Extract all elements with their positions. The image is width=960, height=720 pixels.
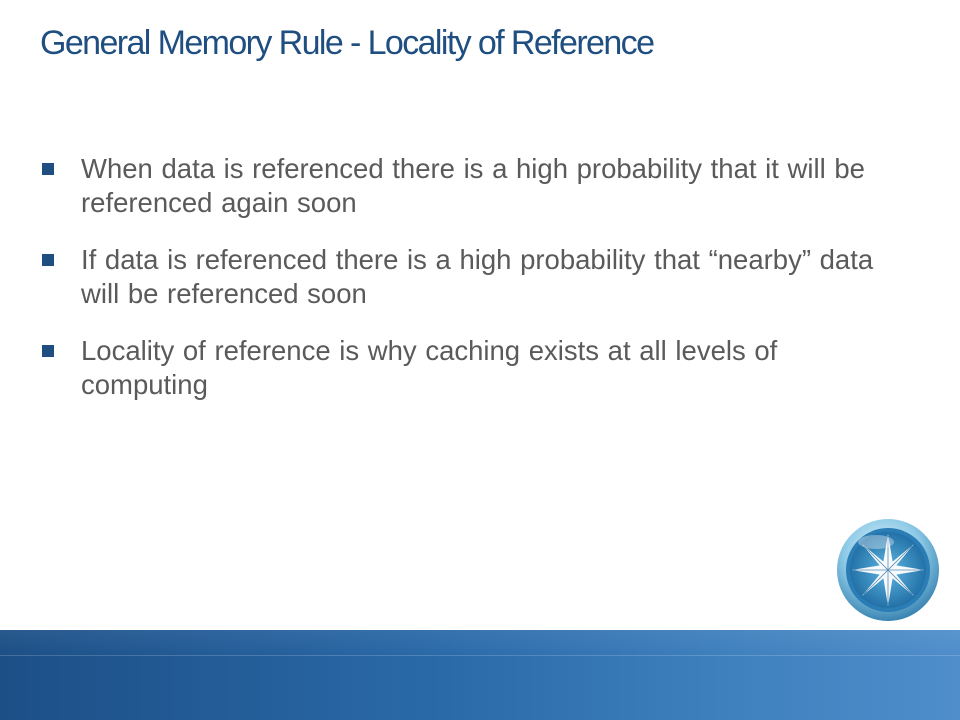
footer-divider [0,655,960,656]
bullet-text: Locality of reference is why caching exi… [81,335,778,400]
slide-title: General Memory Rule - Locality of Refere… [40,24,655,62]
star-sphere-logo-icon [837,519,939,621]
square-bullet-icon [42,254,54,266]
square-bullet-icon [42,345,54,357]
footer-sheen [0,630,960,655]
bullet-item: If data is referenced there is a high pr… [42,243,902,311]
bullet-text: If data is referenced there is a high pr… [81,244,874,309]
bullet-item: When data is referenced there is a high … [42,152,902,220]
square-bullet-icon [42,163,54,175]
footer-band [0,630,960,720]
bullet-item: Locality of reference is why caching exi… [42,334,902,402]
bullet-list: When data is referenced there is a high … [42,152,902,425]
bullet-text: When data is referenced there is a high … [81,153,865,218]
